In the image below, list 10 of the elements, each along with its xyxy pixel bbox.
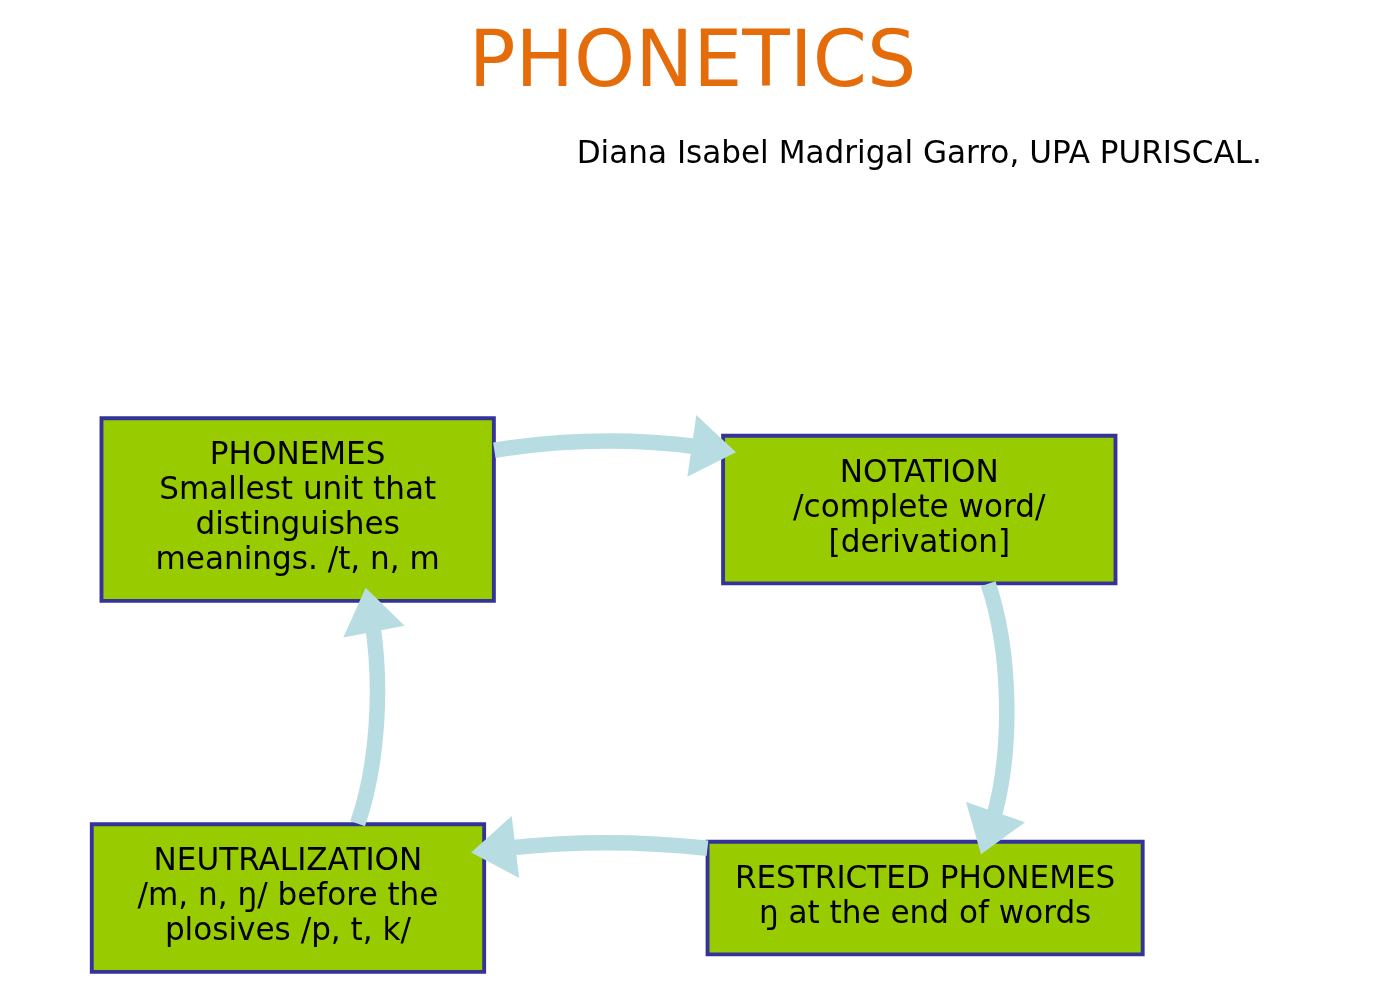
label: Diana Isabel Madrigal Garro, UPA PURISCAL. (576, 134, 1262, 171)
arrow (471, 816, 709, 879)
node-box: NEUTRALIZATION /m, n, ŋ/ before the plosives /p, t, k/ (89, 822, 487, 974)
node-box: NOTATION /complete word/ [derivation] (721, 433, 1118, 586)
arrow (493, 414, 736, 477)
diagram-title: PHONETICS (468, 14, 917, 105)
arrow (343, 587, 405, 827)
node-box: RESTRICTED PHONEMES ŋ at the end of words (705, 839, 1145, 957)
arrow (966, 581, 1026, 855)
node-box: PHONEMES Smallest unit that distinguishes meanings. /t, n, m (99, 416, 496, 603)
